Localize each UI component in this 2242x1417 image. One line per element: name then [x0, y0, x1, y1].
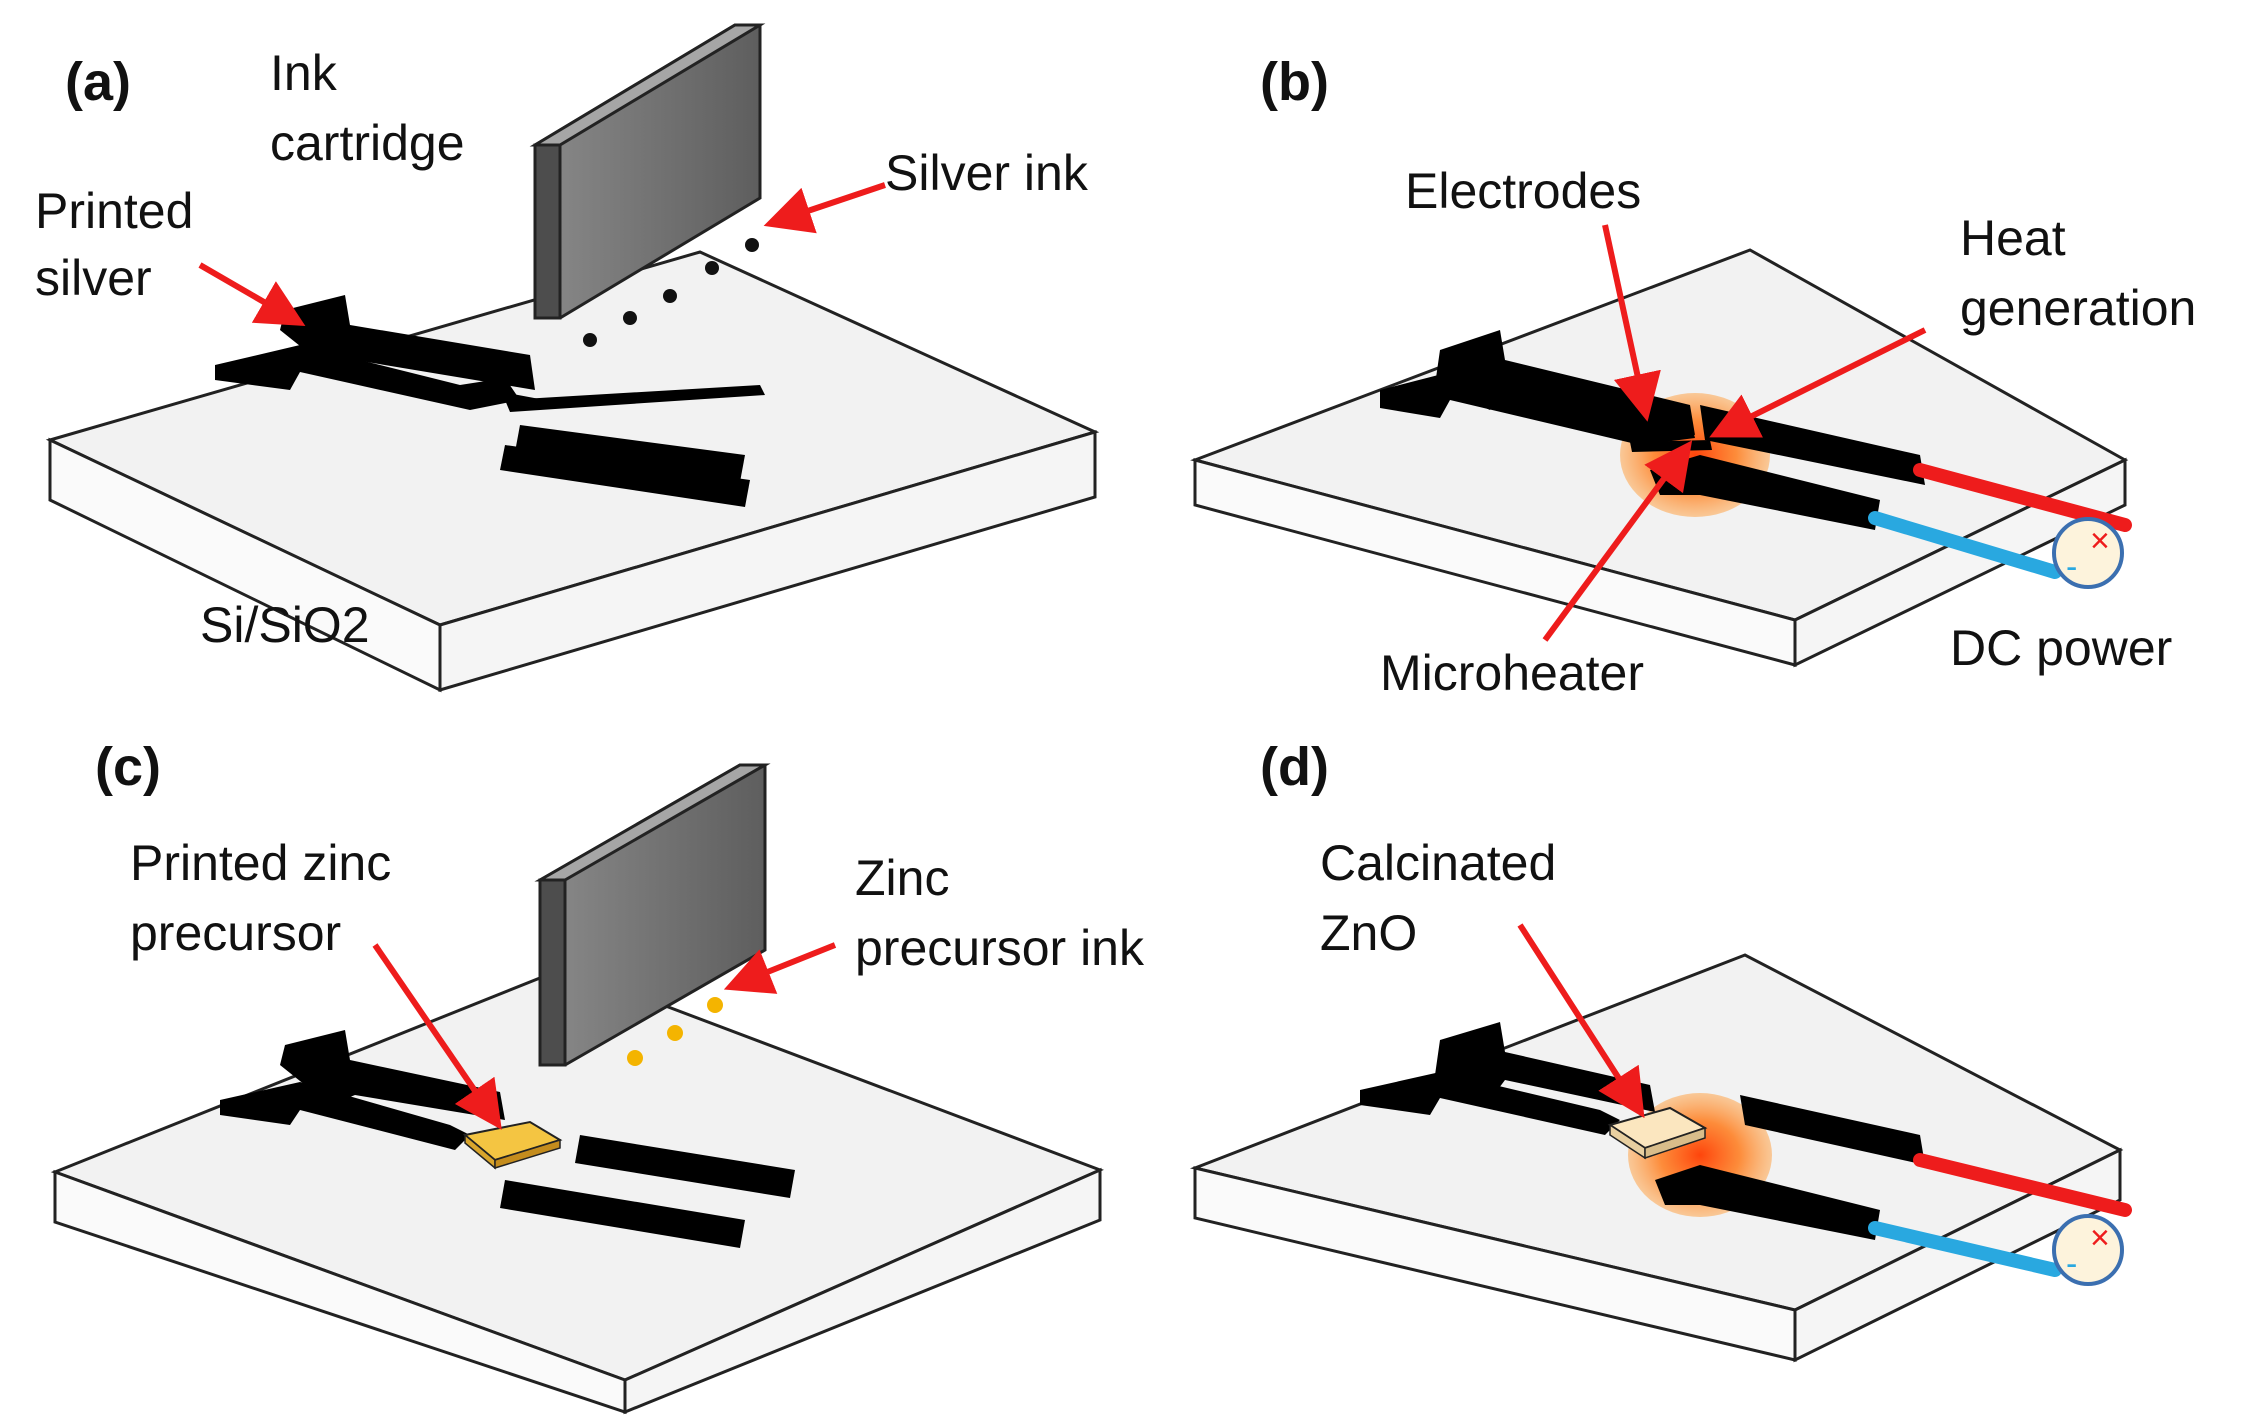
- ink-cartridge-label-line1: Ink: [270, 45, 338, 101]
- printed-silver-label-line2: silver: [35, 250, 152, 306]
- positive-wire-d: [1913, 1153, 2132, 1217]
- printed-zinc-precursor-label-line2: precursor: [130, 905, 341, 961]
- minus-sign-d: -: [2066, 1245, 2077, 1283]
- panel-b: × - (b) Electrodes Heat generation Micro…: [1190, 52, 2196, 701]
- plus-sign-b: ×: [2090, 522, 2110, 560]
- zno-pad-front: [1644, 1126, 1706, 1160]
- printed-silver-label-line1: Printed: [35, 183, 193, 239]
- panel-d: × - (d) Calcinated ZnO: [1189, 737, 2132, 1363]
- negative-wire-d: [1868, 1221, 2062, 1277]
- substrate-label: Si/SiO2: [200, 597, 370, 653]
- dc-power-label: DC power: [1950, 620, 2172, 676]
- printed-zinc-precursor-label-line1: Printed zinc: [130, 835, 391, 891]
- silver-electrodes-a: [215, 295, 765, 507]
- ink-cartridge-label-line2: cartridge: [270, 115, 465, 171]
- zinc-precursor-pad-front: [494, 1138, 561, 1170]
- microheater-label: Microheater: [1380, 645, 1644, 701]
- electrodes-label: Electrodes: [1405, 163, 1641, 219]
- arrow-silver-ink: [763, 182, 886, 234]
- panel-a: (a) Ink cartridge Printed silver Silver …: [35, 23, 1100, 693]
- ink-cartridge-a: [529, 23, 766, 320]
- panel-label-d: (d): [1260, 737, 1329, 797]
- dc-power-source-b: × -: [2052, 517, 2124, 589]
- negative-wire-b: [1868, 511, 2062, 579]
- panel-label-a: (a): [65, 52, 131, 112]
- dc-power-source-d: × -: [2052, 1214, 2124, 1286]
- silver-electrodes-c: [220, 1030, 795, 1248]
- ink-cartridge-c: [534, 763, 771, 1067]
- arrow-printed-zinc-precursor: [372, 943, 502, 1130]
- panel-c: (c) Printed zinc precursor Zinc precurso…: [50, 737, 1145, 1415]
- zinc-precursor-ink-label-line1: Zinc: [855, 850, 949, 906]
- zinc-precursor-ink-label-line2: precursor ink: [855, 920, 1145, 976]
- zinc-ink-drops: [627, 997, 723, 1066]
- plus-sign-d: ×: [2090, 1219, 2110, 1257]
- arrow-calcinated-zno: [1517, 923, 1645, 1119]
- panel-label-b: (b): [1260, 52, 1329, 112]
- arrow-zinc-precursor-ink: [723, 942, 837, 994]
- heat-generation-label-line2: generation: [1960, 280, 2196, 336]
- heat-generation-label-line1: Heat: [1960, 210, 2066, 266]
- silver-ink-label: Silver ink: [885, 145, 1089, 201]
- panel-label-c: (c): [95, 737, 161, 797]
- arrow-printed-silver: [198, 262, 306, 327]
- calcinated-zno-label-line2: ZnO: [1320, 905, 1417, 961]
- minus-sign-b: -: [2066, 548, 2077, 586]
- silver-ink-drops: [583, 238, 759, 347]
- arrow-microheater: [1542, 440, 1693, 642]
- calcinated-zno-label-line1: Calcinated: [1320, 835, 1556, 891]
- arrow-electrodes: [1602, 224, 1661, 422]
- positive-wire-b: [1913, 463, 2132, 532]
- arrow-heat-generation: [1709, 327, 1927, 438]
